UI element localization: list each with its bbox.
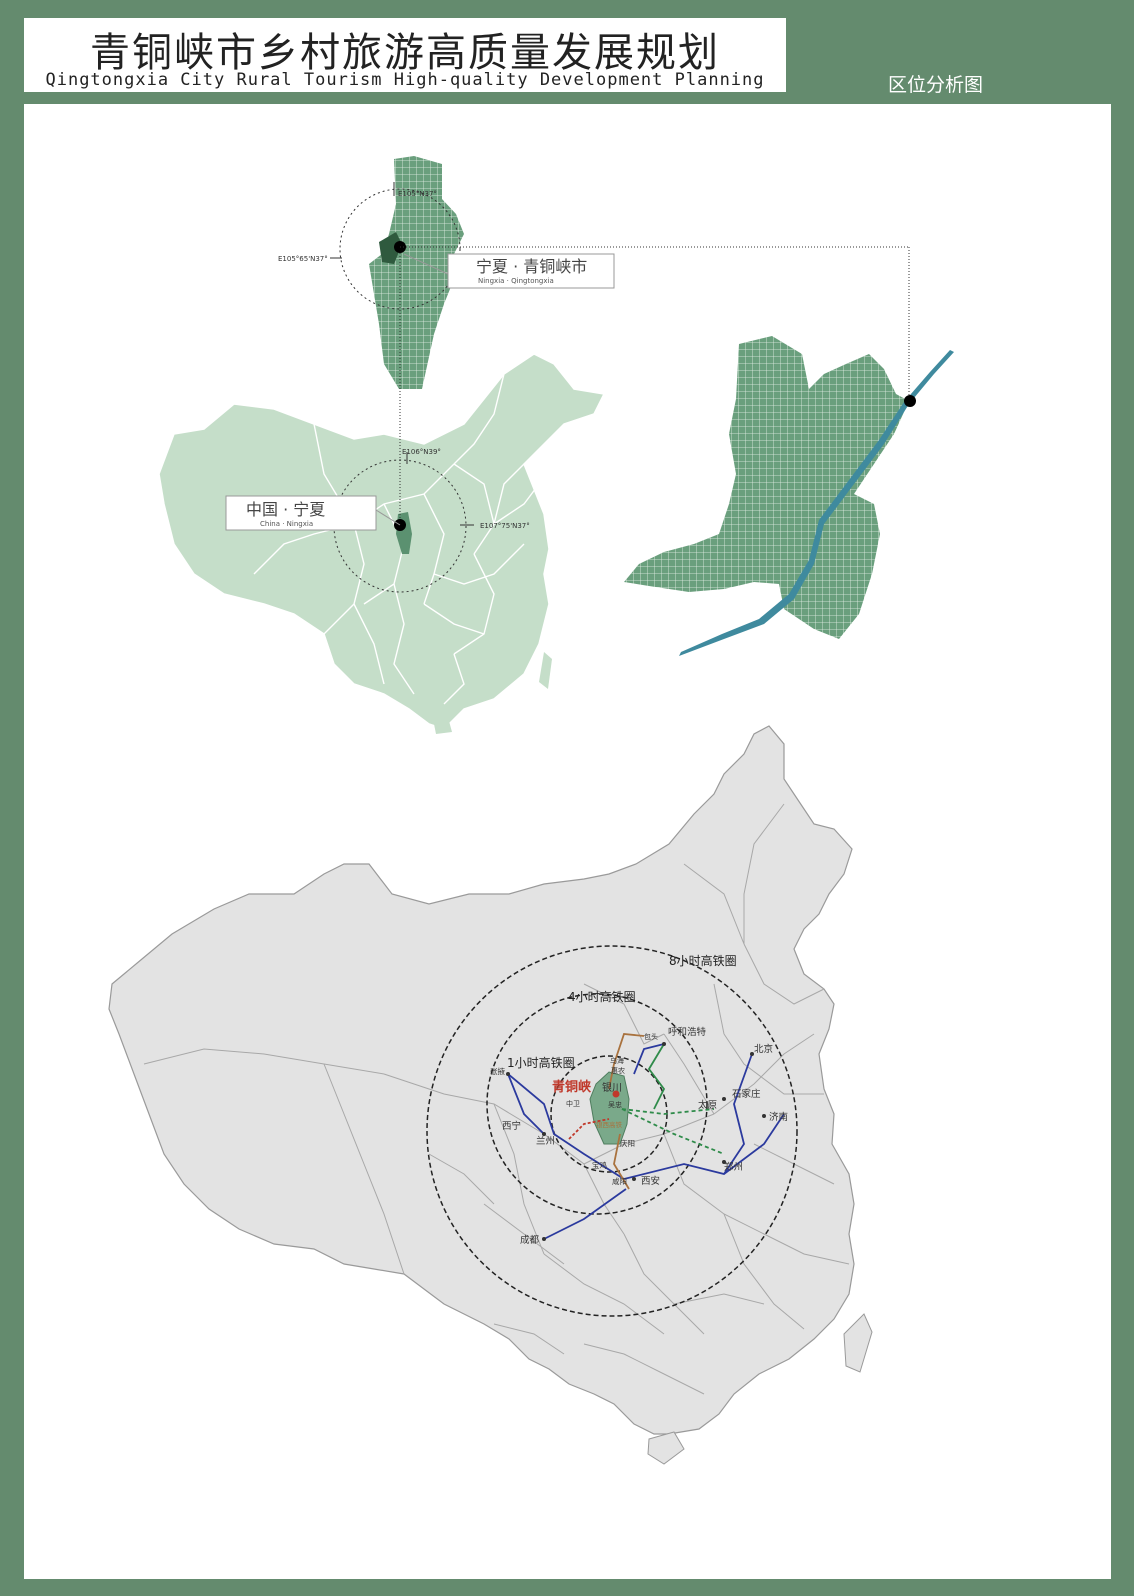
city-zhongwei: 中卫 — [566, 1099, 580, 1108]
coord-label: E107°75'N37° — [480, 522, 530, 530]
route-brown — [608, 1033, 645, 1090]
route-blue — [507, 1073, 545, 1135]
qingtongxia-grid-shape — [624, 336, 909, 639]
route-green-dashed — [621, 1108, 715, 1115]
taiwan-shape — [843, 1313, 873, 1373]
ningxia-grid-shape — [369, 156, 464, 389]
city-xining: 西宁 — [502, 1120, 521, 1132]
china-gray-shape — [108, 725, 855, 1435]
city-shijiazhuang: 石家庄 — [732, 1088, 761, 1100]
rail-accessibility-map: 8小时高铁圈 4小时高铁圈 1小时高铁圈 青铜峡 银川 呼和浩特 北京 石家庄 … — [108, 725, 873, 1465]
city-chengdu: 成都 — [520, 1234, 540, 1246]
city-yinchuan: 银川 — [602, 1081, 622, 1094]
china-label-cn: 中国 · 宁夏 — [246, 500, 325, 519]
ring-8h — [426, 945, 798, 1317]
center-dot — [612, 1090, 620, 1098]
hainan-shape — [647, 1431, 685, 1465]
ningxia-label-box — [447, 253, 615, 289]
city-dots — [506, 1042, 766, 1241]
route-note: 银西高铁 — [596, 1120, 623, 1129]
qingtongxia-city-map — [624, 336, 954, 656]
route-red — [568, 1118, 610, 1140]
rail-routes — [507, 1033, 785, 1240]
ningxia-label-en: Ningxia · Qingtongxia — [478, 277, 554, 285]
city-baotou: 包头 — [644, 1032, 658, 1041]
route-blue — [723, 1053, 753, 1175]
city-baoji: 宝鸡 — [592, 1160, 607, 1170]
route-green — [647, 1043, 666, 1110]
map-canvas: E106°N39° E107°75'N37° 中国 · 宁夏 China · N… — [108, 156, 954, 1465]
china-label-en: China · Ningxia — [260, 520, 313, 528]
city-jinan: 济南 — [769, 1111, 788, 1123]
coord-label: E105°65'N37° — [278, 255, 328, 263]
city-zhangye: 张掖 — [490, 1066, 505, 1076]
city-wuzhong: 吴忠 — [608, 1101, 622, 1109]
route-green-dashed — [621, 1108, 725, 1155]
section-title: 区位分析图 — [888, 74, 984, 96]
ningxia-label-cn: 宁夏 · 青铜峡市 — [476, 257, 587, 276]
china-location-map: E106°N39° E107°75'N37° 中国 · 宁夏 China · N… — [158, 353, 606, 734]
center-label: 青铜峡 — [552, 1079, 592, 1095]
city-shizuishan: 惠农 — [611, 1066, 625, 1075]
route-blue — [543, 1188, 627, 1240]
city-location-dot — [904, 395, 916, 407]
ningxia-focus-circle — [339, 188, 461, 310]
city-xian: 西安 — [641, 1175, 660, 1187]
china-label-box — [225, 495, 377, 531]
route-brown — [613, 1133, 630, 1190]
ring-4h — [486, 993, 708, 1215]
city-wuhai: 乌海 — [610, 1056, 624, 1065]
city-qingyang: 庆阳 — [620, 1138, 635, 1148]
coord-label: E106°N39° — [402, 448, 441, 456]
map-panel: E106°N39° E107°75'N37° 中国 · 宁夏 China · N… — [24, 104, 1111, 1579]
province-borders-gray — [143, 803, 850, 1395]
coord-label: E105°N37° — [398, 190, 437, 198]
china-shape — [158, 353, 606, 730]
city-xianyang: 咸阳 — [612, 1176, 627, 1186]
yellow-river — [679, 350, 954, 656]
ningxia-location-map: E105°N37° E105°65'N37° 宁夏 · 青铜峡市 Ningxia… — [278, 156, 910, 519]
ring-4h-label: 4小时高铁圈 — [568, 989, 636, 1004]
route-blue — [633, 1043, 665, 1075]
page-title: 青铜峡市乡村旅游高质量发展规划 — [90, 30, 720, 76]
city-labels: 银川 呼和浩特 北京 石家庄 太原 济南 郑州 西安 咸阳 宝鸡 庆阳 兰州 西… — [490, 1026, 788, 1246]
city-taiyuan: 太原 — [698, 1099, 717, 1111]
ningxia-area — [589, 1071, 630, 1145]
hainan-shape — [434, 721, 452, 734]
qingtongxia-highlight — [379, 232, 402, 264]
city-beijing: 北京 — [754, 1043, 773, 1055]
ring-1h-label: 1小时高铁圈 — [507, 1055, 575, 1070]
taiwan-shape — [539, 652, 552, 689]
page-subtitle: Qingtongxia City Rural Tourism High-qual… — [45, 70, 765, 90]
city-lanzhou: 兰州 — [536, 1135, 555, 1147]
city-huhehaote: 呼和浩特 — [668, 1026, 707, 1038]
title-box: 青铜峡市乡村旅游高质量发展规划 Qingtongxia City Rural T… — [24, 18, 786, 92]
city-zhengzhou: 郑州 — [724, 1161, 743, 1173]
ring-8h-label: 8小时高铁圈 — [669, 953, 737, 968]
